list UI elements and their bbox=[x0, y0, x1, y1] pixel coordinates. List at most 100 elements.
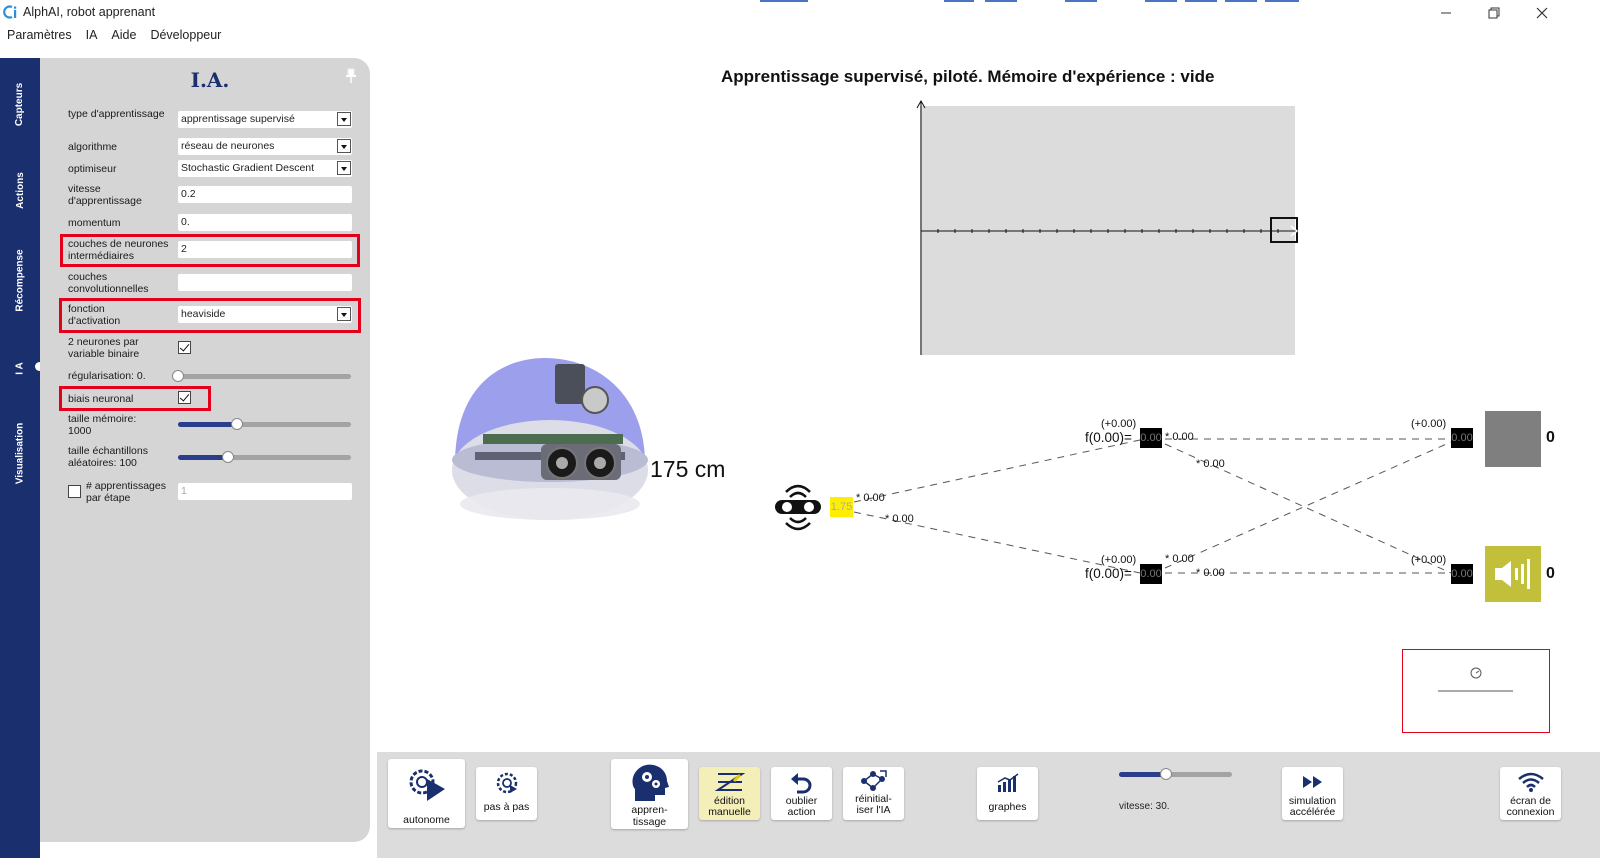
reinitialiser-ia-button[interactable]: réinitial- iser l'IA bbox=[843, 767, 904, 820]
conv-layers-label: couches convolutionnelles bbox=[68, 271, 149, 295]
pas-a-pas-button[interactable]: pas à pas bbox=[476, 767, 537, 820]
activation-formula: f(0.00)= bbox=[1085, 430, 1132, 445]
algorithm-select[interactable]: réseau de neurones bbox=[178, 138, 352, 155]
weight-label: * 0.00 bbox=[1165, 431, 1194, 443]
slider-thumb[interactable] bbox=[172, 370, 184, 382]
bias-checkbox[interactable] bbox=[178, 391, 191, 404]
restore-icon bbox=[1488, 7, 1500, 19]
menu-aide[interactable]: Aide bbox=[111, 28, 137, 42]
speed-slider[interactable] bbox=[1119, 768, 1232, 780]
close-button[interactable] bbox=[1522, 2, 1562, 24]
bottom-toolbar: autonome pas à pas appren- tissage bbox=[377, 752, 1600, 858]
autonome-button[interactable]: autonome bbox=[388, 759, 465, 828]
highlight-bias bbox=[59, 386, 211, 411]
hidden-neuron: 0.00 bbox=[1140, 428, 1162, 448]
optimizer-label: optimiseur bbox=[68, 163, 117, 175]
apprentissage-button[interactable]: appren- tissage bbox=[611, 759, 688, 829]
momentum-label: momentum bbox=[68, 217, 121, 229]
minimize-button[interactable] bbox=[1426, 2, 1466, 24]
wifi-icon bbox=[1518, 772, 1544, 792]
sample-size-slider[interactable] bbox=[178, 451, 351, 463]
hidden-neuron: 0.00 bbox=[1140, 564, 1162, 584]
learning-type-label: type d'apprentissage bbox=[68, 108, 165, 120]
weight-label: * 0.00 bbox=[885, 513, 914, 525]
chevron-down-icon bbox=[337, 307, 351, 321]
two-neurons-checkbox[interactable] bbox=[178, 341, 191, 354]
output-neuron: 0.00 bbox=[1451, 564, 1473, 584]
activation-formula: f(0.00)= bbox=[1085, 566, 1132, 581]
network-reset-icon bbox=[861, 770, 887, 791]
memory-size-label: taille mémoire: 1000 bbox=[68, 413, 137, 437]
top-accent-bar bbox=[1225, 0, 1257, 2]
slider-fill bbox=[178, 455, 229, 460]
learning-type-select[interactable]: apprentissage supervisé bbox=[178, 111, 352, 128]
top-accent-bar bbox=[1065, 0, 1097, 2]
chevron-down-icon bbox=[337, 112, 351, 126]
minimize-icon bbox=[1441, 12, 1451, 14]
learning-rate-input[interactable]: 0.2 bbox=[178, 186, 352, 203]
action-count: 0 bbox=[1546, 565, 1555, 582]
regularization-slider[interactable] bbox=[172, 370, 351, 382]
graphes-button[interactable]: graphes bbox=[977, 767, 1038, 820]
top-accent-bar bbox=[985, 0, 1017, 2]
menu-developpeur[interactable]: Développeur bbox=[150, 28, 222, 42]
top-accent-bar bbox=[1145, 0, 1177, 2]
bias-label: biais neuronal bbox=[68, 393, 134, 405]
oublier-action-button[interactable]: oublier action bbox=[771, 767, 832, 820]
slider-fill bbox=[1119, 772, 1167, 777]
main-title: Apprentissage supervisé, piloté. Mémoire… bbox=[721, 67, 1215, 86]
menu-ia[interactable]: IA bbox=[85, 28, 98, 42]
chevron-down-icon bbox=[337, 161, 351, 175]
title-bar: AlphAI, robot apprenant bbox=[0, 0, 1600, 26]
slider-thumb[interactable] bbox=[222, 451, 235, 463]
ecran-connexion-button[interactable]: écran de connexion bbox=[1500, 767, 1561, 820]
weight-label: * 0.00 bbox=[1196, 567, 1225, 579]
action-sound-tile bbox=[1485, 546, 1541, 602]
slider-thumb[interactable] bbox=[230, 418, 243, 430]
weight-label: * 0.00 bbox=[1165, 553, 1194, 565]
pin-icon[interactable] bbox=[345, 68, 357, 84]
edition-manuelle-button[interactable]: édition manuelle bbox=[699, 767, 760, 820]
fast-forward-icon bbox=[1303, 776, 1322, 788]
menu-parametres[interactable]: Paramètres bbox=[7, 28, 72, 42]
learnings-per-step-input[interactable]: 1 bbox=[178, 483, 352, 500]
alphai-logo-icon bbox=[3, 5, 17, 19]
head-gears-icon bbox=[632, 764, 669, 801]
slider-fill bbox=[178, 422, 237, 427]
activation-select[interactable]: heaviside bbox=[178, 306, 352, 323]
simulation-acceleree-button[interactable]: simulation accélérée bbox=[1282, 767, 1343, 820]
menu-bar: Paramètres IA Aide Développeur bbox=[0, 26, 228, 48]
top-accent-bar bbox=[1185, 0, 1217, 2]
optimizer-select[interactable]: Stochastic Gradient Descent bbox=[178, 160, 352, 177]
action-count: 0 bbox=[1546, 429, 1555, 446]
weight-label: * 0.00 bbox=[1196, 458, 1225, 470]
sample-size-label: taille échantillons aléatoires: 100 bbox=[68, 445, 148, 469]
top-accent-bar bbox=[1265, 0, 1299, 2]
output-neuron: 0.00 bbox=[1451, 428, 1473, 448]
window-title: AlphAI, robot apprenant bbox=[23, 5, 156, 19]
vertical-tab-strip: Capteurs Actions Récompense I A Visualis… bbox=[0, 58, 40, 858]
panel-title: I.A. bbox=[190, 68, 230, 92]
hidden-layers-input[interactable]: 2 bbox=[178, 241, 352, 258]
distance-sensor-icon bbox=[775, 484, 821, 531]
top-accent-bar bbox=[760, 0, 808, 2]
memory-size-slider[interactable] bbox=[178, 418, 351, 430]
learnings-per-step-label: # apprentissages par étape bbox=[86, 480, 166, 504]
restore-button[interactable] bbox=[1474, 2, 1514, 24]
slider-thumb[interactable] bbox=[1160, 768, 1173, 780]
bias-value: (+0.00) bbox=[1101, 554, 1137, 566]
conv-layers-input[interactable] bbox=[178, 274, 352, 291]
bias-value: (+0.00) bbox=[1101, 418, 1137, 430]
distance-readout: 175 cm bbox=[650, 456, 726, 482]
ia-settings-panel: I.A. type d'apprentissage apprentissage … bbox=[40, 58, 370, 842]
input-neuron: 1.75 bbox=[830, 497, 853, 517]
undo-icon bbox=[791, 773, 812, 794]
learnings-per-step-checkbox[interactable] bbox=[68, 485, 81, 498]
mini-preview-drawing bbox=[1438, 667, 1513, 692]
momentum-input[interactable]: 0. bbox=[178, 214, 352, 231]
learning-rate-label: vitesse d'apprentissage bbox=[68, 183, 142, 207]
two-neurons-label: 2 neurones par variable binaire bbox=[68, 336, 140, 360]
